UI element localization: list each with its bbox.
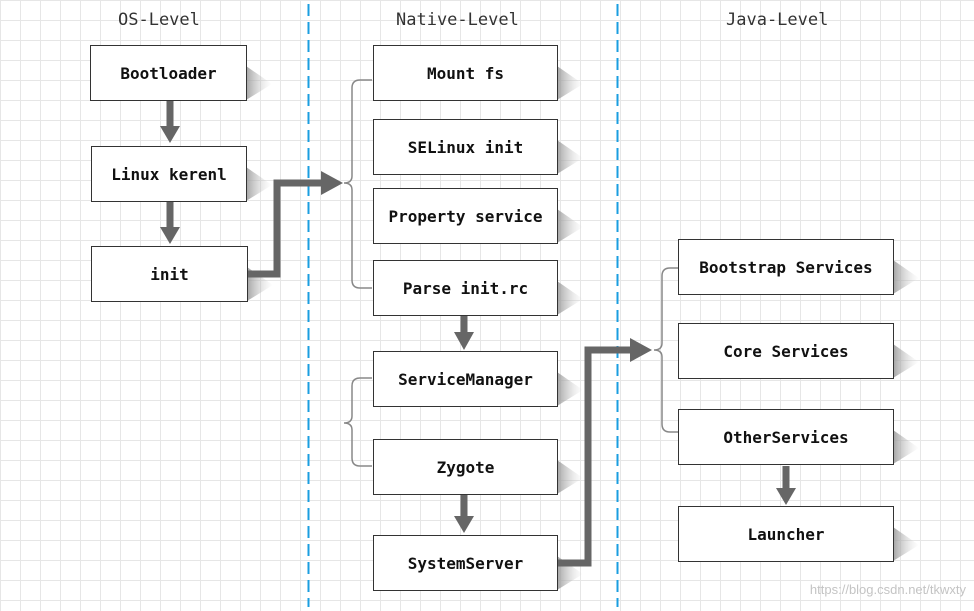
brace-native-init: [343, 79, 372, 289]
node-selinux-init: SELinux init: [373, 119, 558, 175]
node-service-manager-label: ServiceManager: [398, 369, 533, 389]
watermark-text: https://blog.csdn.net/tkwxty: [809, 582, 966, 597]
node-zygote-label: Zygote: [436, 457, 495, 477]
node-bootstrap-services: Bootstrap Services: [678, 239, 894, 295]
node-parse-init-rc: Parse init.rc: [373, 260, 558, 316]
node-linux-kernel: Linux kerenl: [91, 146, 247, 202]
node-core-services-label: Core Services: [723, 341, 849, 361]
brace-zygote: [343, 377, 372, 467]
node-zygote: Zygote: [373, 439, 558, 495]
node-selinux-init-label: SELinux init: [407, 137, 524, 157]
node-system-server-label: SystemServer: [407, 553, 524, 573]
native-level-title: Native-Level: [396, 10, 519, 30]
node-core-services: Core Services: [678, 323, 894, 379]
node-linux-kernel-label: Linux kerenl: [111, 164, 227, 184]
brace-java-services: [653, 267, 678, 433]
node-property-service-label: Property service: [388, 206, 543, 226]
node-other-services: OtherServices: [678, 409, 894, 465]
os-level-title: OS-Level: [118, 10, 200, 30]
node-bootloader-label: Bootloader: [120, 63, 217, 83]
node-mount-fs: Mount fs: [373, 45, 558, 101]
node-other-services-label: OtherServices: [723, 427, 849, 447]
node-mount-fs-label: Mount fs: [426, 63, 505, 83]
node-system-server: SystemServer: [373, 535, 558, 591]
node-launcher-label: Launcher: [747, 524, 825, 544]
node-parse-init-rc-label: Parse init.rc: [402, 278, 529, 298]
node-bootloader: Bootloader: [90, 45, 247, 101]
node-property-service: Property service: [373, 188, 558, 244]
java-level-title: Java-Level: [726, 10, 829, 30]
node-bootstrap-services-label: Bootstrap Services: [699, 257, 873, 277]
node-launcher: Launcher: [678, 506, 894, 562]
node-init-label: init: [150, 264, 189, 284]
node-init: init: [91, 246, 248, 302]
node-service-manager: ServiceManager: [373, 351, 558, 407]
